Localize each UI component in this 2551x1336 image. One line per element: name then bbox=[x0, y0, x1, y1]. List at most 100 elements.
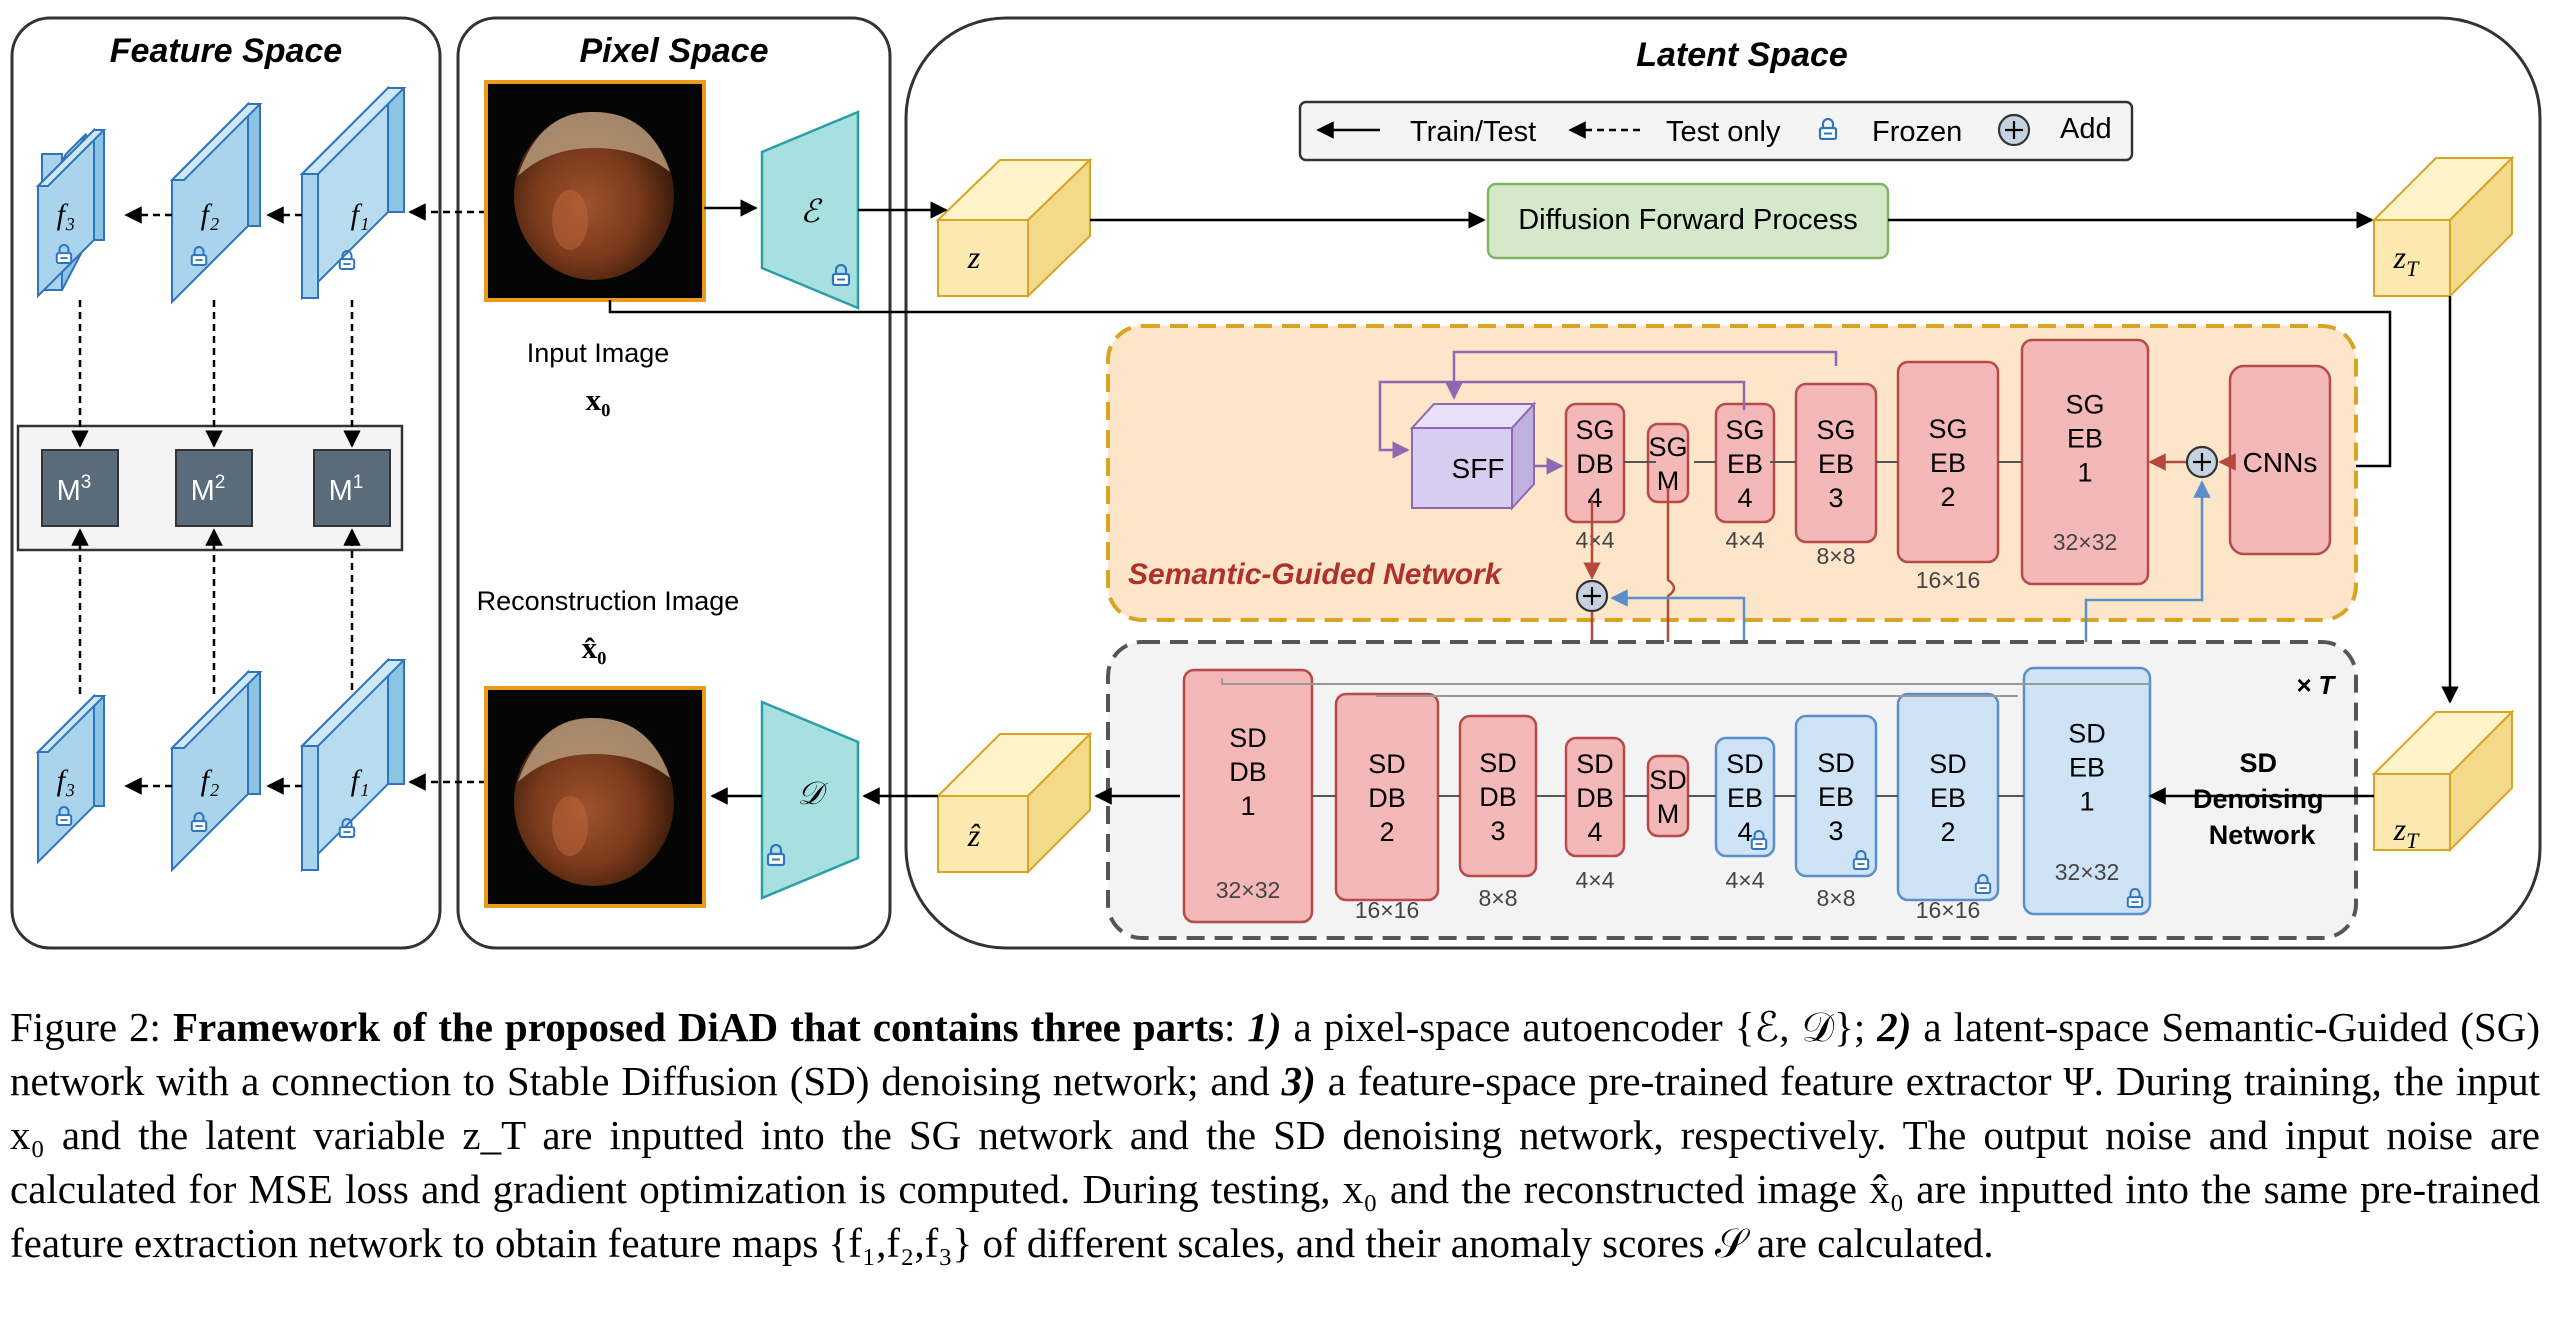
diffusion-forward-process: Diffusion Forward Process bbox=[1486, 182, 1890, 260]
caption-part-3: 3) bbox=[1281, 1058, 1316, 1104]
diad-framework-diagram: Feature Space Pixel Space Latent Space T… bbox=[10, 16, 2542, 950]
sg-block-size: 4×4 bbox=[1575, 527, 1614, 553]
f3-bottom-label: f₃ bbox=[57, 764, 76, 797]
pixel-space-title: Pixel Space bbox=[579, 32, 768, 70]
sg-add-icon bbox=[2185, 445, 2219, 479]
sg-block-size: 4×4 bbox=[1725, 527, 1764, 553]
input-image-label: Input Image bbox=[527, 338, 670, 368]
reconstruction-image bbox=[484, 686, 706, 908]
caption-title: Framework of the proposed DiAD that cont… bbox=[172, 1004, 1224, 1050]
svg-text:M3: M3 bbox=[57, 472, 92, 507]
caption-part-1: 1) bbox=[1247, 1004, 1282, 1050]
input-image-symbol: x₀ bbox=[586, 382, 611, 417]
svg-text:M1: M1 bbox=[329, 472, 364, 507]
figure-caption: Figure 2: Framework of the proposed DiAD… bbox=[10, 1004, 2540, 1266]
svg-text:zT: zT bbox=[2393, 811, 2420, 853]
feature-map-f2-top: f₂ bbox=[169, 101, 263, 305]
memory-m2: M2 bbox=[175, 449, 253, 527]
feature-map-f3-bottom: f₃ bbox=[35, 693, 107, 865]
arrow-sgeb4-to-sff bbox=[1378, 380, 1746, 459]
sg-block-size: 32×32 bbox=[2053, 529, 2118, 555]
latent-cube-z: z bbox=[935, 157, 1093, 299]
arrow-sdeb1-to-sg-add bbox=[2084, 480, 2211, 668]
sd-block-size: 8×8 bbox=[1478, 885, 1517, 911]
sg-block-size: 8×8 bbox=[1816, 543, 1855, 569]
z-label: z bbox=[967, 239, 981, 275]
svg-text:CNNs: CNNs bbox=[2243, 447, 2318, 478]
arrow-sgeb3-to-sff bbox=[1445, 350, 1838, 400]
legend: Train/Test Test only Frozen Add bbox=[1298, 100, 2134, 162]
svg-text:SFF: SFF bbox=[1452, 453, 1505, 484]
cnns-block: CNNs bbox=[2228, 364, 2332, 556]
f3-top-label: f₃ bbox=[57, 198, 76, 231]
latent-cube-z-hat: ẑ bbox=[935, 731, 1093, 875]
svg-text:Diffusion Forward Process: Diffusion Forward Process bbox=[1518, 204, 1858, 236]
input-image bbox=[484, 80, 706, 302]
f1-bottom-label: f₁ bbox=[351, 764, 370, 797]
memory-m3: M3 bbox=[41, 449, 119, 527]
sd-skip-1 bbox=[1221, 678, 2150, 685]
times-t-label: × T bbox=[2296, 670, 2336, 700]
sd-block-size: 32×32 bbox=[2055, 859, 2120, 885]
z-hat-label: ẑ bbox=[967, 817, 981, 853]
mid-add-icon bbox=[1575, 579, 1609, 613]
feature-space-title: Feature Space bbox=[110, 32, 342, 70]
legend-add: Add bbox=[2060, 113, 2112, 145]
f2-top-label: f₂ bbox=[201, 198, 220, 231]
decoder: 𝒟 bbox=[760, 700, 860, 900]
arrow-input-to-cnns bbox=[608, 300, 2392, 475]
svg-text:zT: zT bbox=[2393, 239, 2420, 281]
caption-part-2: 2) bbox=[1877, 1004, 1912, 1050]
feature-map-f2-bottom: f₂ bbox=[169, 669, 263, 873]
sd-block-size: 16×16 bbox=[1916, 897, 1981, 923]
feature-map-f3-top-body: f₃ bbox=[35, 127, 107, 299]
feature-map-f1-top: f₁ bbox=[299, 85, 407, 301]
legend-test-only: Test only bbox=[1666, 116, 1781, 148]
latent-cube-zt-top: zT bbox=[2371, 155, 2515, 299]
memory-m1: M1 bbox=[313, 449, 391, 527]
sd-block-size: 8×8 bbox=[1816, 885, 1855, 911]
sg-block-size: 16×16 bbox=[1916, 567, 1981, 593]
legend-frozen: Frozen bbox=[1872, 116, 1962, 148]
sd-block-size: 32×32 bbox=[1216, 877, 1281, 903]
f2-bottom-label: f₂ bbox=[201, 764, 220, 797]
sd-block-size: 4×4 bbox=[1575, 867, 1614, 893]
sg-network-label: Semantic-Guided Network bbox=[1128, 558, 1503, 591]
f1-top-label: f₁ bbox=[351, 198, 370, 231]
sff-block: SFF bbox=[1409, 401, 1537, 511]
legend-train-test: Train/Test bbox=[1410, 116, 1536, 148]
encoder-label: ℰ bbox=[800, 193, 823, 229]
feature-map-f1-bottom: f₁ bbox=[299, 657, 407, 873]
add-icon bbox=[1997, 113, 2031, 147]
sd-network-label: SD Denoising Network bbox=[2193, 748, 2331, 850]
reconstruction-image-symbol: x̂₀ bbox=[582, 630, 607, 665]
arrow-sgm-to-sdm bbox=[1659, 488, 1677, 764]
